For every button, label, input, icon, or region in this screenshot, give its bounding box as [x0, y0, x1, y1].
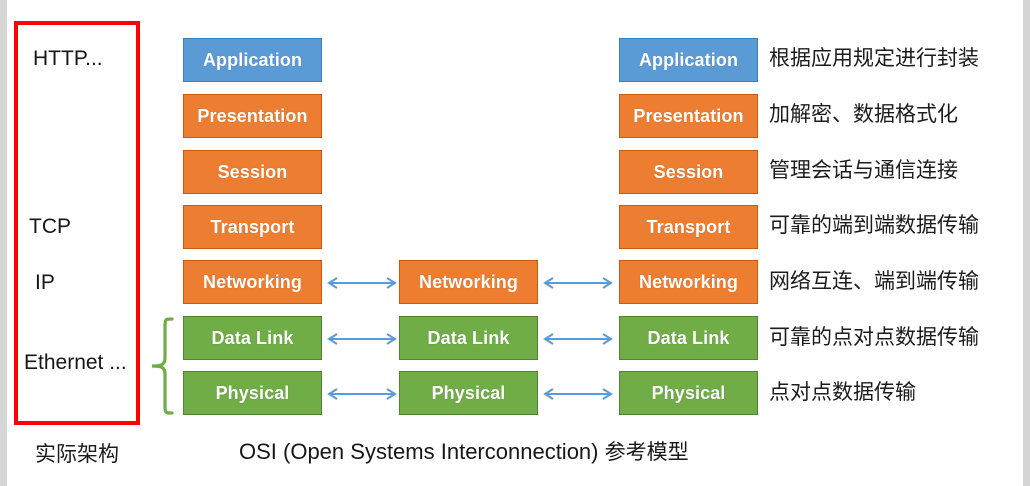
protocol-label-http: HTTP...: [33, 47, 103, 70]
double-arrow-icon-datalink-left: [325, 331, 399, 347]
osi-layer-application-left[interactable]: Application: [183, 38, 322, 82]
actual-architecture-caption: 实际架构: [35, 442, 119, 466]
diagram-title-chinese: 参考模型: [604, 440, 689, 464]
osi-layer-physical-middle[interactable]: Physical: [399, 371, 538, 415]
osi-layer-session-left[interactable]: Session: [183, 150, 322, 194]
osi-layer-datalink-right[interactable]: Data Link: [619, 316, 758, 360]
double-arrow-icon-physical-left: [325, 386, 399, 402]
osi-layer-physical-right[interactable]: Physical: [619, 371, 758, 415]
double-arrow-icon-networking-left: [325, 275, 399, 291]
osi-layer-presentation-right[interactable]: Presentation: [619, 94, 758, 138]
osi-layer-presentation-left[interactable]: Presentation: [183, 94, 322, 138]
double-arrow-icon-physical-right: [541, 386, 615, 402]
diagram-title: OSI (Open Systems Interconnection) 参考模型: [239, 436, 689, 466]
protocol-label-tcp: TCP: [29, 215, 71, 238]
osi-layer-application-right[interactable]: Application: [619, 38, 758, 82]
osi-layer-networking-middle[interactable]: Networking: [399, 260, 538, 304]
layer-description-application: 根据应用规定进行封装: [769, 46, 979, 70]
double-arrow-icon-networking-right: [541, 275, 615, 291]
protocol-label-ip: IP: [35, 271, 55, 294]
ethernet-brace-icon: [148, 316, 174, 416]
protocol-label-ethernet: Ethernet ...: [24, 351, 127, 374]
osi-layer-networking-left[interactable]: Networking: [183, 260, 322, 304]
layer-description-physical: 点对点数据传输: [769, 380, 916, 404]
layer-description-networking: 网络互连、端到端传输: [769, 269, 979, 293]
layer-description-datalink: 可靠的点对点数据传输: [769, 325, 979, 349]
osi-layer-datalink-left[interactable]: Data Link: [183, 316, 322, 360]
double-arrow-icon-datalink-right: [541, 331, 615, 347]
osi-layer-transport-right[interactable]: Transport: [619, 205, 758, 249]
osi-layer-datalink-middle[interactable]: Data Link: [399, 316, 538, 360]
osi-layer-physical-left[interactable]: Physical: [183, 371, 322, 415]
layer-description-session: 管理会话与通信连接: [769, 158, 958, 182]
diagram-title-english: OSI (Open Systems Interconnection): [239, 439, 599, 464]
actual-architecture-outline: [14, 21, 140, 425]
osi-layer-networking-right[interactable]: Networking: [619, 260, 758, 304]
layer-description-transport: 可靠的端到端数据传输: [769, 213, 979, 237]
osi-layer-session-right[interactable]: Session: [619, 150, 758, 194]
layer-description-presentation: 加解密、数据格式化: [769, 102, 958, 126]
osi-layer-transport-left[interactable]: Transport: [183, 205, 322, 249]
